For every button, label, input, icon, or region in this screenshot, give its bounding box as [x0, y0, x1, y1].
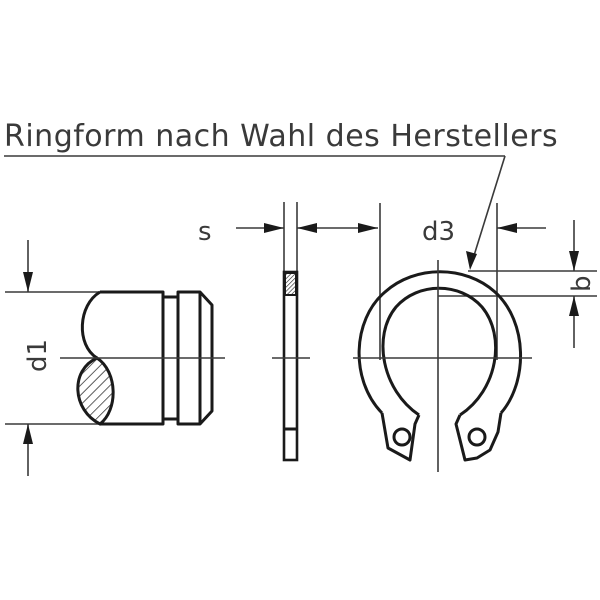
shaft-break-upper — [80, 290, 101, 360]
s-arrow-right-icon — [297, 223, 317, 233]
title-text: Ringform nach Wahl des Herstellers — [4, 119, 558, 154]
ring-side-view: s — [198, 202, 378, 462]
b-arrow-bottom-icon — [569, 296, 579, 316]
d1-arrow-bottom-icon — [23, 424, 33, 444]
ring-outer-edge — [357, 270, 523, 415]
ring-side-section — [284, 272, 297, 296]
ring-left-hole — [392, 427, 412, 447]
s-arrow-left-icon — [264, 223, 284, 233]
s-label: s — [198, 217, 212, 247]
d3-label: d3 — [422, 217, 455, 247]
d3-arrow-right-icon — [497, 223, 517, 233]
ring-right-hole — [467, 427, 487, 447]
manufacturer-note: Ringform nach Wahl des Herstellers — [4, 119, 558, 270]
ring-front-view: d3 b — [353, 203, 597, 472]
ring-left-lug — [380, 412, 421, 462]
ring-inner-edge — [381, 286, 497, 417]
leader-arrow-icon — [466, 251, 477, 270]
b-label: b — [567, 275, 597, 292]
d1-label: d1 — [23, 339, 53, 372]
b-arrow-top-icon — [569, 251, 579, 271]
ring-side-body — [282, 270, 299, 462]
shaft-view: d1 — [5, 240, 225, 476]
leader-line — [471, 155, 506, 263]
d3-arrow-left-icon — [358, 223, 378, 233]
ring-right-lug — [454, 412, 503, 462]
shaft-section-hatched — [76, 356, 115, 426]
d1-arrow-top-icon — [23, 272, 33, 292]
